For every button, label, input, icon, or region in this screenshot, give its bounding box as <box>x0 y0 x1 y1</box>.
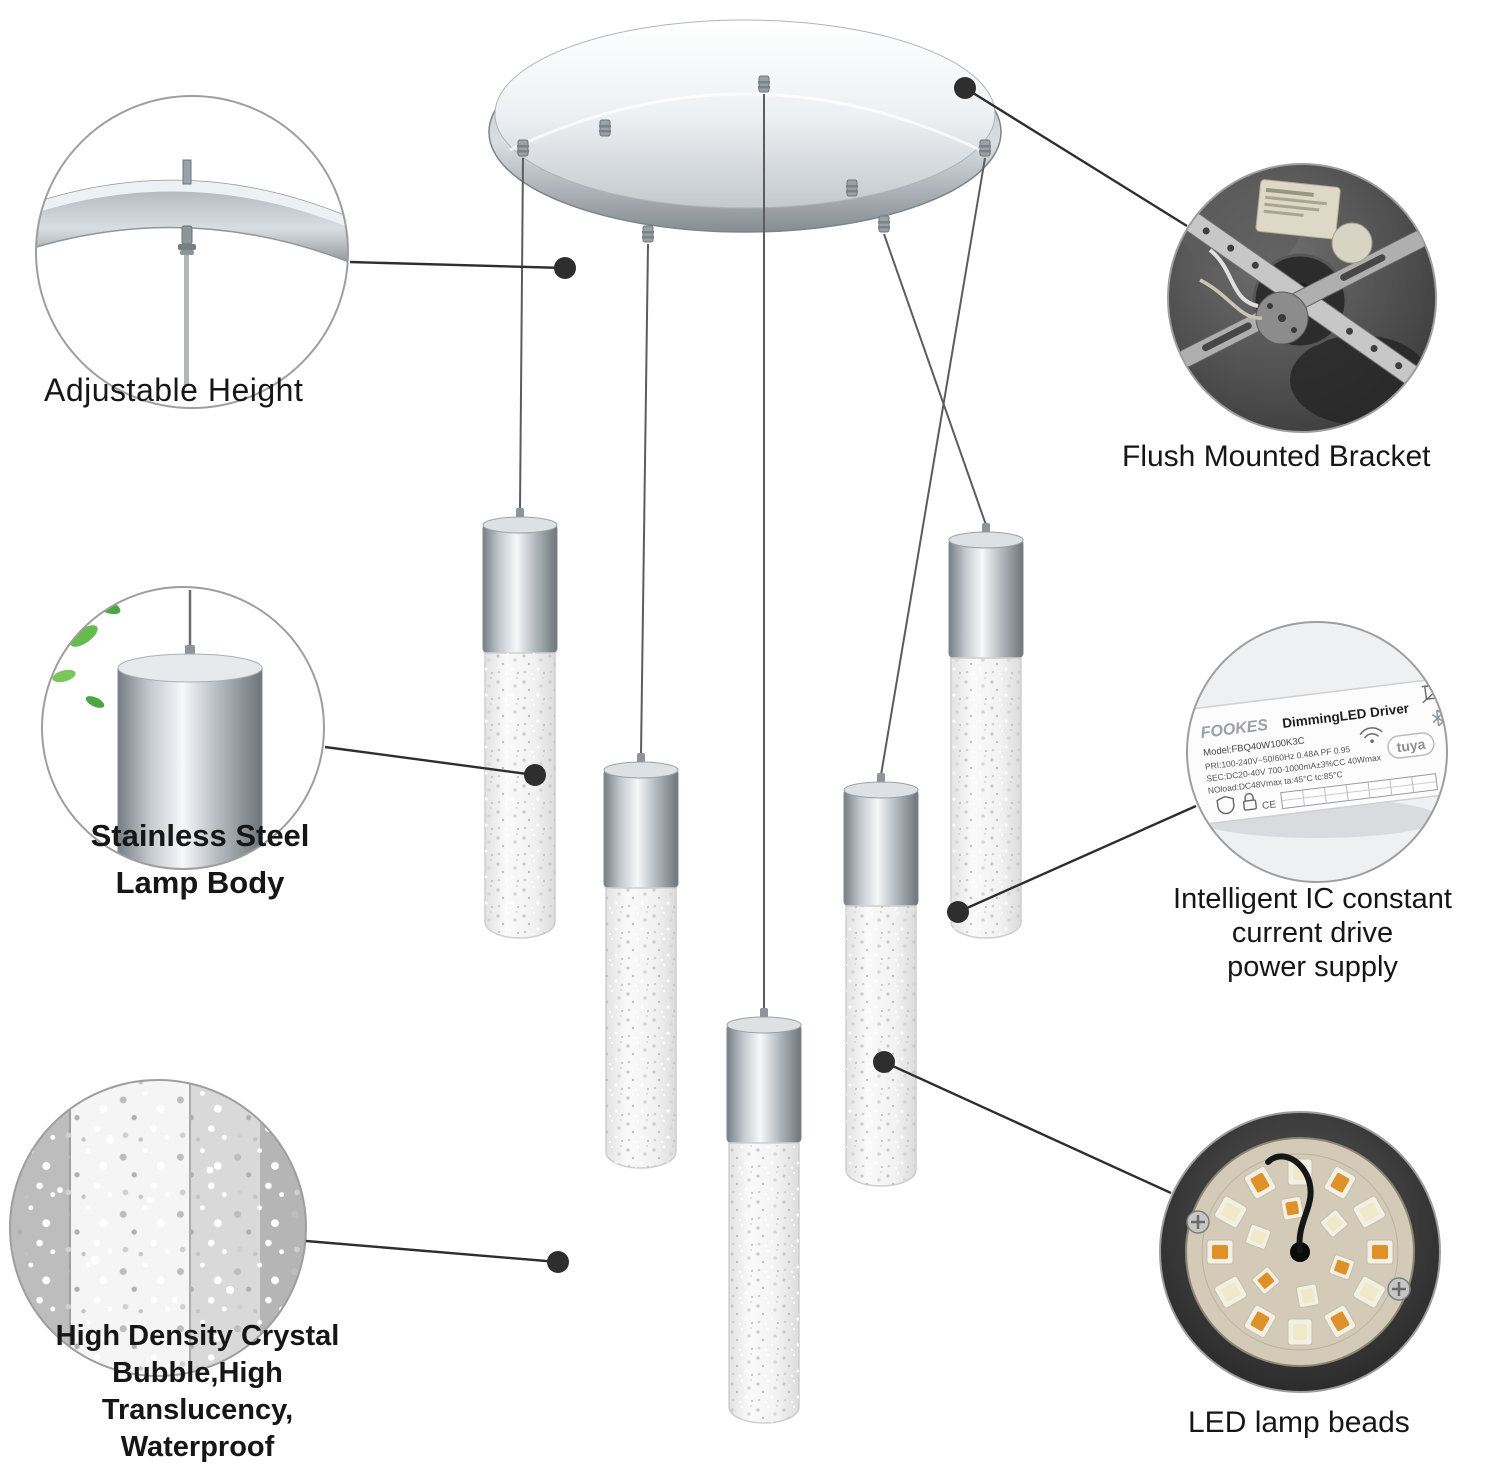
callout-circle-crystal <box>9 1079 307 1377</box>
label-crystal-line1: High Density Crystal <box>55 1320 340 1352</box>
led-chip <box>1206 1239 1234 1265</box>
ce-mark: CE <box>1262 799 1277 812</box>
leader-line-bracket <box>964 86 1188 228</box>
pendant-5 <box>948 523 1024 939</box>
spec-label-tag <box>1255 179 1341 240</box>
tuya-logo-badge <box>1387 732 1435 759</box>
callout-flush-bracket <box>1168 164 1436 432</box>
label-stainless-steel: Stainless Steel Lamp Body <box>45 812 355 906</box>
label-crystal-line2: Bubble,High <box>112 1357 283 1389</box>
led-chip <box>1352 1195 1386 1229</box>
callout-dot-driver <box>947 901 969 923</box>
led-chip <box>1214 1275 1248 1309</box>
cable-zoom <box>184 255 189 385</box>
cable-2 <box>640 243 649 756</box>
led-chip <box>1214 1195 1248 1229</box>
led-chip <box>1320 1209 1349 1238</box>
cable-1 <box>519 157 524 511</box>
led-chip <box>1328 1254 1355 1281</box>
canopy-stud <box>517 139 529 157</box>
led-chip <box>1245 1223 1272 1250</box>
label-stainless-line1: Stainless Steel <box>90 818 310 853</box>
led-chip <box>1251 1266 1280 1295</box>
cable-connector <box>181 225 193 245</box>
callout-stainless-steel <box>42 587 324 869</box>
callout-dot-stainless <box>524 764 546 786</box>
wire <box>1199 278 1263 320</box>
screw-icon <box>1186 1210 1210 1234</box>
ceiling-canopy <box>488 19 1002 243</box>
canopy-screw <box>599 119 611 137</box>
leader-line-led <box>883 1060 1172 1195</box>
callout-led-beads <box>1160 1112 1440 1392</box>
canopy-stud <box>642 225 654 243</box>
suspension-cables <box>519 94 987 1010</box>
label-stainless-line2: Lamp Body <box>115 865 285 900</box>
screw-icon <box>1387 1277 1411 1301</box>
led-chip <box>1280 1195 1305 1221</box>
callout-circle-led <box>1159 1111 1441 1393</box>
label-ic-driver: Intelligent IC constant current drive po… <box>1120 882 1500 984</box>
canopy-face <box>494 19 996 209</box>
label-driver-line1: Intelligent IC constant <box>1173 883 1452 915</box>
lock-icon <box>1242 792 1257 811</box>
callout-circle-stainless <box>41 586 325 870</box>
label-driver-line3: power supply <box>1227 951 1398 983</box>
led-chip <box>1323 1304 1357 1338</box>
label-flush-bracket: Flush Mounted Bracket <box>1122 440 1431 473</box>
led-chip <box>1287 1318 1313 1346</box>
round-label <box>1331 222 1373 264</box>
pendant-1 <box>482 508 558 939</box>
leader-line-stainless <box>324 745 536 777</box>
callout-adjustable-height <box>36 96 348 408</box>
label-crystal-line3: Translucency, <box>101 1394 294 1426</box>
steel-body-zoom <box>117 667 263 869</box>
canopy-stud <box>758 75 770 93</box>
spec-table <box>1280 773 1439 810</box>
callout-dot-adjustable <box>554 257 576 279</box>
led-chip <box>1352 1275 1386 1309</box>
hanger-stud <box>182 159 192 185</box>
label-adjustable-height: Adjustable Height <box>44 372 304 408</box>
cable-4 <box>880 157 986 776</box>
callout-circle-bracket <box>1167 163 1437 433</box>
led-chip <box>1243 1166 1277 1200</box>
canopy-stud <box>878 215 890 233</box>
wire <box>1208 248 1259 308</box>
label-crystal-line4: Waterproof <box>120 1431 275 1463</box>
tuya-logo-text: tuya <box>1396 736 1427 755</box>
label-led-beads: LED lamp beads <box>1188 1406 1410 1439</box>
canopy-screw <box>846 179 858 197</box>
leader-line-crystal <box>305 1239 559 1264</box>
bubble-texture <box>10 1080 306 1376</box>
callout-circle-driver <box>1186 621 1448 883</box>
led-chip <box>1323 1166 1357 1200</box>
power-wire <box>1265 1153 1314 1253</box>
leader-line-driver <box>957 804 1197 914</box>
led-chip <box>1295 1283 1320 1309</box>
pendant-3 <box>726 1008 802 1424</box>
leader-lines <box>305 86 1197 1264</box>
wifi-icon <box>1359 727 1383 744</box>
callout-dot-led <box>873 1051 895 1073</box>
led-chip <box>1366 1239 1394 1265</box>
callout-dot-bracket <box>954 77 976 99</box>
canopy-highlight <box>509 92 981 152</box>
led-chip <box>1243 1304 1277 1338</box>
shield-icon <box>1216 795 1235 815</box>
led-driver-box: FOOKES DimmingLED Driver Model:FBQ40W100… <box>1187 678 1447 826</box>
pendant-4 <box>843 773 919 1187</box>
mounting-bar-2 <box>1179 230 1426 368</box>
pendant-2 <box>603 753 679 1169</box>
callout-dots <box>524 77 976 1273</box>
cable-5 <box>883 233 987 526</box>
callout-led-driver: FOOKES DimmingLED Driver Model:FBQ40W100… <box>1187 622 1447 882</box>
callout-dot-crystal <box>547 1251 569 1273</box>
label-crystal-bubble: High Density Crystal Bubble,High Translu… <box>10 1318 385 1466</box>
leader-line-adjustable <box>349 260 566 270</box>
canopy-stud <box>979 139 991 157</box>
label-driver-line2: current drive <box>1231 917 1394 949</box>
callout-circle-adjustable <box>35 95 349 409</box>
